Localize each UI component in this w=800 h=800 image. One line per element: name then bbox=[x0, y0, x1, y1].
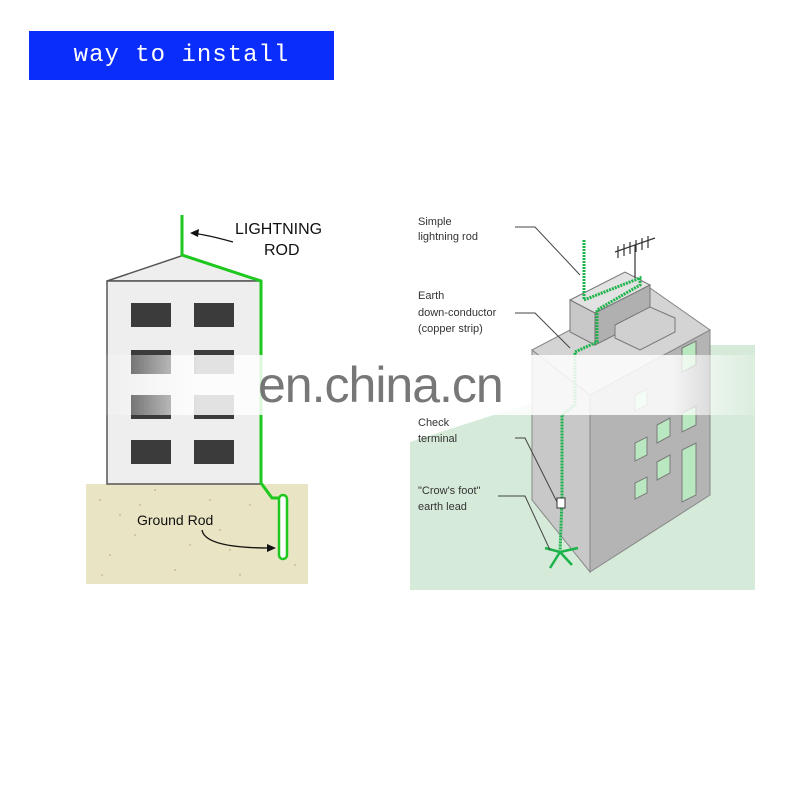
ground-rod-label: Ground Rod bbox=[137, 512, 213, 528]
earth-down-conductor bbox=[558, 240, 642, 553]
simple-rod-label-line2: lightning rod bbox=[418, 231, 478, 243]
check-terminal bbox=[556, 497, 566, 509]
watermark-text: en.china.cn bbox=[258, 357, 504, 413]
earth-conductor-label-line1: Earth bbox=[418, 290, 444, 302]
rod-arrowhead bbox=[190, 229, 199, 237]
simple-rod-label-line1: Simple bbox=[418, 216, 452, 228]
title-banner: way to install bbox=[29, 31, 334, 80]
soil-ground bbox=[86, 484, 308, 584]
check-terminal-label-line1: Check bbox=[418, 417, 450, 429]
ground-rod-arrowhead bbox=[267, 544, 276, 552]
tv-antenna bbox=[614, 236, 656, 278]
crows-foot-label-line2: earth lead bbox=[418, 501, 467, 513]
ground-rod-pointer-arrow bbox=[201, 529, 271, 549]
ground-rod bbox=[277, 493, 289, 561]
earth-conductor-label-line3: (copper strip) bbox=[418, 323, 483, 335]
building-roof bbox=[106, 254, 262, 282]
roof-small-box bbox=[614, 306, 676, 351]
label-leader-lines bbox=[498, 226, 581, 551]
lightning-rod-label-line1: LIGHTNING bbox=[235, 221, 322, 238]
banner-title: way to install bbox=[73, 42, 290, 69]
check-terminal-label-line2: terminal bbox=[418, 433, 457, 445]
watermark-band bbox=[95, 355, 775, 415]
crows-foot-earth-lead bbox=[544, 546, 579, 569]
lightning-rod-label-line2: ROD bbox=[264, 242, 300, 259]
earth-conductor-label-line2: down-conductor bbox=[418, 307, 497, 319]
crows-foot-label-line1: "Crow's foot" bbox=[418, 485, 481, 497]
